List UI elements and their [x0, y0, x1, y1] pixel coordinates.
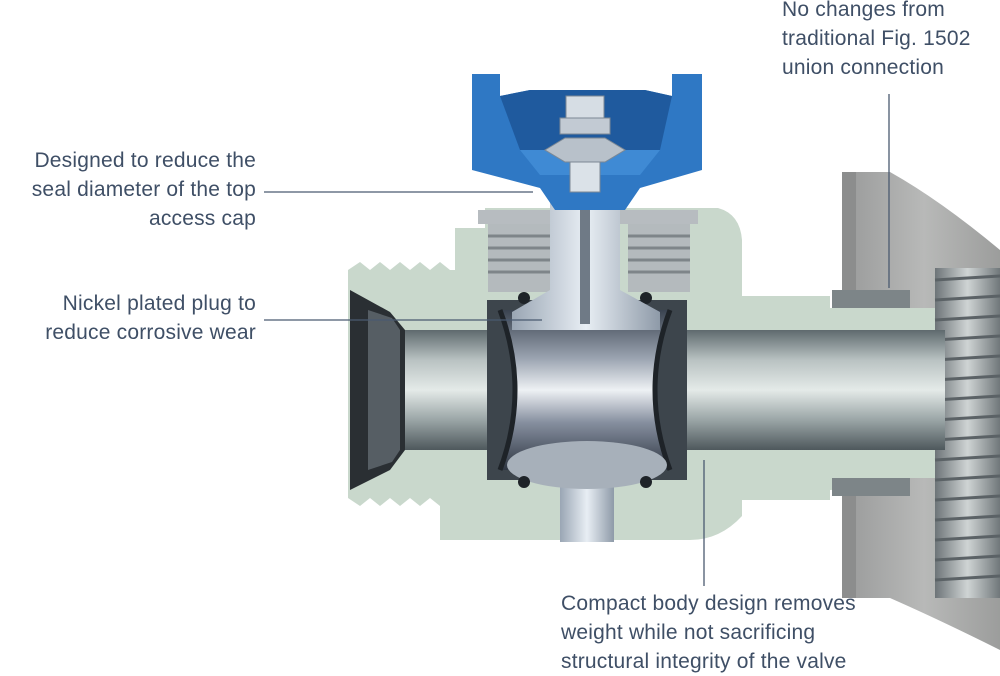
- callout-union-connection: No changes from traditional Fig. 1502 un…: [782, 0, 1000, 82]
- callout-line: access cap: [148, 207, 256, 230]
- grease-fitting: [544, 95, 626, 193]
- callout-line: weight while not sacrificing: [561, 621, 816, 644]
- callout-line: structural integrity of the valve: [561, 650, 847, 673]
- callout-line: Compact body design removes: [561, 592, 856, 615]
- callout-line: Designed to reduce the: [34, 149, 256, 172]
- callout-line: union connection: [782, 56, 944, 79]
- callout-nickel-plug: Nickel plated plug to reduce corrosive w…: [0, 289, 256, 347]
- callout-line: reduce corrosive wear: [45, 321, 256, 344]
- callout-line: Nickel plated plug to: [62, 292, 256, 315]
- end-seal-ring: [350, 290, 405, 490]
- bottom-trunnion: [560, 486, 614, 542]
- callout-line: traditional Fig. 1502: [782, 27, 971, 50]
- bonnet-threads: [478, 210, 698, 292]
- callout-line: No changes from: [782, 0, 945, 21]
- callout-top-access-cap: Designed to reduce the seal diameter of …: [0, 146, 256, 233]
- callout-compact-body: Compact body design removes weight while…: [561, 589, 1000, 676]
- leader-lines: [264, 94, 890, 586]
- callout-line: seal diameter of the top: [31, 178, 256, 201]
- nickel-plated-plug: [512, 190, 660, 330]
- union-threads: [832, 268, 1000, 598]
